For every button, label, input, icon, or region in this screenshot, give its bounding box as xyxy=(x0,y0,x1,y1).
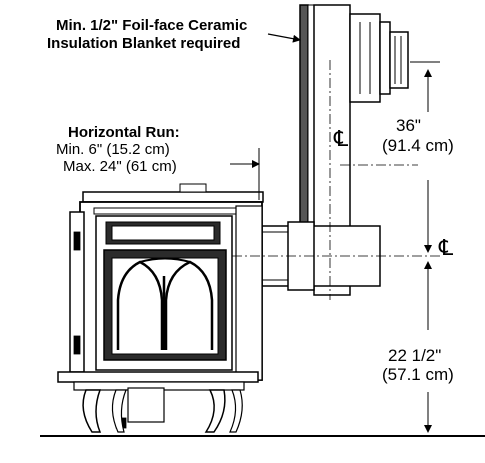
horizontal-run-min: Min. 6" (15.2 cm) xyxy=(56,141,170,158)
centerline-symbol-upper: ℄ xyxy=(334,126,349,151)
upper-dimension-cm: (91.4 cm) xyxy=(382,136,454,155)
lower-dimension-inches: 22 1/2" xyxy=(388,346,442,365)
lower-dimension-cm: (57.1 cm) xyxy=(382,365,454,384)
wood-stove xyxy=(57,183,264,433)
insulated-wall xyxy=(299,4,315,229)
upper-dimension-inches: 36" xyxy=(396,116,421,135)
horizontal-run-max: Max. 24" (61 cm) xyxy=(63,158,177,175)
insulation-leader-arrow xyxy=(267,33,301,43)
horizontal-run-dimension xyxy=(230,148,260,200)
vertical-chimney-pipe xyxy=(313,4,409,296)
insulation-label-line1: Min. 1/2" Foil-face Ceramic xyxy=(56,17,248,34)
upper-dimension-lines xyxy=(410,61,440,253)
centerline-symbol-lower: ℄ xyxy=(439,235,454,260)
insulation-label-line2: Insulation Blanket required xyxy=(47,35,241,52)
horizontal-run-title: Horizontal Run: xyxy=(68,124,180,141)
